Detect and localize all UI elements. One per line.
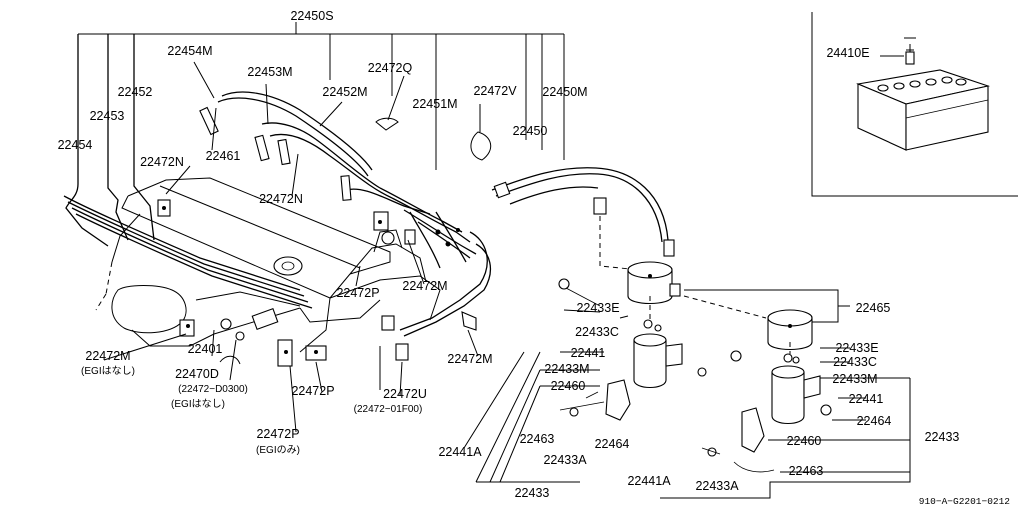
leader-lines: [78, 22, 911, 499]
part-label-22454m: 22454M: [167, 44, 212, 58]
part-label-24410e: 24410E: [826, 46, 869, 60]
note-egi-nomi: (EGIのみ): [256, 445, 300, 456]
annotation-notes: (EGIはなし) (22472−D0300) (EGIはなし) (22472−01F0…: [81, 365, 422, 456]
coil-assembly-2: [683, 295, 832, 473]
part-label-22472n-1: 22472N: [140, 155, 184, 169]
part-label-22450: 22450: [513, 124, 548, 138]
part-label-22433a-1: 22433A: [543, 453, 587, 467]
part-label-22452: 22452: [118, 85, 153, 99]
part-label-22460-2: 22460: [787, 434, 822, 448]
part-label-22472m-1: 22472M: [402, 279, 447, 293]
part-label-22441a-2: 22441A: [627, 474, 671, 488]
part-label-22433m-2: 22433M: [832, 372, 877, 386]
part-label-22463-2: 22463: [789, 464, 824, 478]
part-label-22472m-3: 22472M: [447, 352, 492, 366]
part-label-22453m: 22453M: [247, 65, 292, 79]
part-label-22470d: 22470D: [175, 367, 219, 381]
part-label-22453: 22453: [90, 109, 125, 123]
coil-assembly-1: [558, 261, 707, 421]
part-label-22461: 22461: [206, 149, 241, 163]
part-label-22450s: 22450S: [290, 9, 333, 23]
plug-cable-harness: [63, 34, 492, 337]
part-label-22433m-1: 22433M: [544, 362, 589, 376]
part-label-22401: 22401: [188, 342, 223, 356]
part-label-22433a-2: 22433A: [695, 479, 739, 493]
note-alt-part-1: (22472−D0300): [178, 384, 248, 395]
part-label-22451m: 22451M: [412, 97, 457, 111]
part-label-22472v: 22472V: [473, 84, 517, 98]
note-egi-nashi-2: (EGIはなし): [171, 398, 225, 410]
part-label-22433-2: 22433: [925, 430, 960, 444]
part-label-22433e-1: 22433E: [576, 301, 619, 315]
part-label-22472u: 22472U: [383, 387, 427, 401]
distributor-cables: [491, 167, 675, 271]
part-label-22472q: 22472Q: [368, 61, 413, 75]
part-label-22441-1: 22441: [571, 346, 606, 360]
part-label-22472p-2: 22472P: [291, 384, 334, 398]
part-label-22450m: 22450M: [542, 85, 587, 99]
part-label-22464-1: 22464: [595, 437, 630, 451]
note-egi-nashi-1: (EGIはなし): [81, 365, 135, 377]
part-label-22472p-1: 22472P: [336, 286, 379, 300]
part-label-22441a-1: 22441A: [438, 445, 482, 459]
part-label-22433c-1: 22433C: [575, 325, 619, 339]
part-label-22463-1: 22463: [520, 432, 555, 446]
battery-inset: [811, 12, 1018, 197]
part-label-22472m-2: 22472M: [85, 349, 130, 363]
part-label-22472n-2: 22472N: [259, 192, 303, 206]
part-label-22464-2: 22464: [857, 414, 892, 428]
part-label-22472p-3: 22472P: [256, 427, 299, 441]
plug-boots: [157, 106, 492, 367]
hardware-details: [162, 206, 792, 354]
part-label-22460-1: 22460: [551, 379, 586, 393]
part-label-22433e-2: 22433E: [835, 341, 878, 355]
note-alt-part-2: (22472−01F00): [354, 404, 423, 415]
part-label-22433-1: 22433: [515, 486, 550, 500]
part-label-22454: 22454: [58, 138, 93, 152]
part-label-22452m: 22452M: [322, 85, 367, 99]
part-label-22441-2: 22441: [849, 392, 884, 406]
drawing-code: 910−A−G2201−0212: [919, 496, 1011, 507]
part-label-22433c-2: 22433C: [833, 355, 877, 369]
part-label-22465: 22465: [856, 301, 891, 315]
